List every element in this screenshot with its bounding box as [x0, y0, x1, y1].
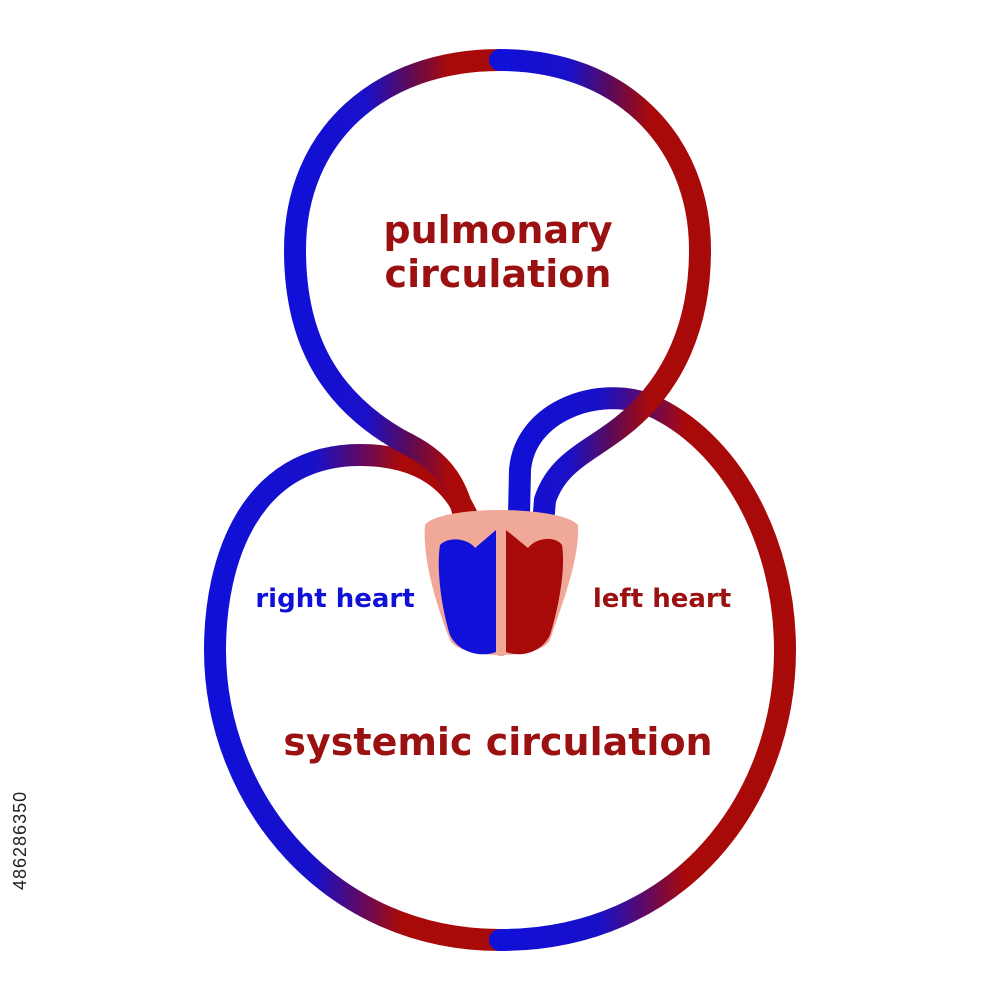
right-ventricle [438, 530, 496, 655]
stock-id-watermark: 486286350 [4, 740, 34, 890]
systemic-artery [489, 387, 797, 951]
left-heart-label: left heart [593, 584, 731, 614]
systemic-label: systemic circulation [283, 720, 712, 764]
pulmonary-loop [283, 49, 712, 571]
systemic-loop [203, 387, 797, 951]
left-ventricle [506, 530, 564, 655]
heart [424, 510, 579, 656]
pulmonary-label-line2: circulation [385, 252, 612, 296]
pulmonary-vein [489, 49, 712, 571]
pulmonary-label-line1: pulmonary [383, 208, 612, 252]
systemic-vein [203, 443, 511, 951]
pulmonary-artery [283, 49, 511, 571]
right-heart-label: right heart [255, 584, 414, 614]
stock-id-text: 486286350 [10, 790, 30, 890]
